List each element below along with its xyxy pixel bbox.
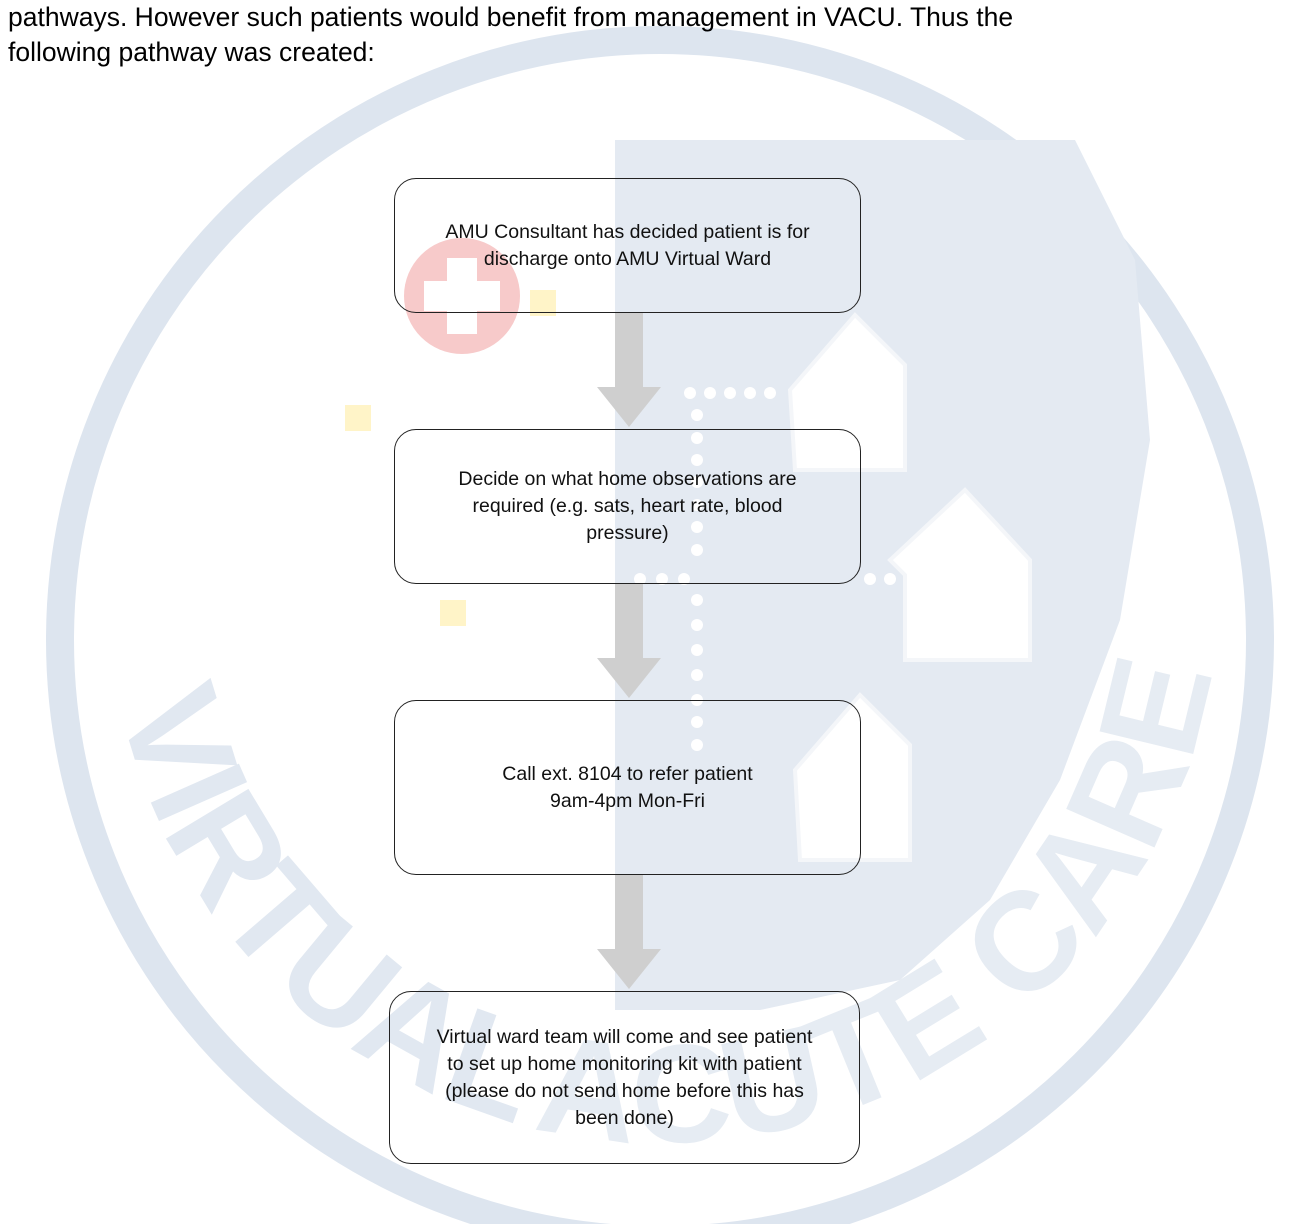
flowchart-step-1: AMU Consultant has decided patient is fo…	[394, 178, 861, 313]
red-cross-icon	[404, 238, 520, 354]
step-1-line-2: discharge onto AMU Virtual Ward	[483, 247, 772, 270]
intro-line-2: following pathway was created:	[8, 37, 375, 67]
step-2-line-3: pressure)	[586, 522, 669, 544]
intro-line-1: pathways. However such patients would be…	[8, 2, 1014, 32]
flowchart-step-2: Decide on what home observations are req…	[394, 429, 861, 584]
step-4-line-4: been done)	[575, 1106, 674, 1129]
step-4-line-2: to set up home monitoring kit with patie…	[447, 1052, 802, 1075]
watermark-circle	[46, 26, 1274, 1224]
step-3-line-1: Call ext. 8104 to refer patient	[502, 762, 753, 785]
house-icon	[787, 312, 1032, 862]
down-arrow-icon	[597, 584, 661, 698]
step-1-line-1: AMU Consultant has decided patient is fo…	[445, 220, 810, 243]
down-arrow-icon	[597, 313, 661, 427]
step-4-line-1: Virtual ward team will come and see pati…	[436, 1025, 813, 1048]
flowchart-step-3: Call ext. 8104 to refer patient 9am-4pm …	[394, 700, 861, 875]
watermark-blue-block	[615, 140, 1150, 1010]
flowchart-step-4: Virtual ward team will come and see pati…	[389, 991, 860, 1164]
step-2-line-2: required (e.g. sats, heart rate, blood	[472, 495, 783, 517]
step-3-line-2: 9am-4pm Mon-Fri	[550, 789, 705, 812]
dotted-network	[634, 387, 896, 751]
step-2-line-1: Decide on what home observations are	[458, 468, 797, 490]
intro-paragraph: pathways. However such patients would be…	[8, 0, 1298, 70]
down-arrow-icon	[597, 875, 661, 989]
step-4-line-3: (please do not send home before this has	[445, 1079, 804, 1102]
yellow-squares	[345, 290, 556, 626]
